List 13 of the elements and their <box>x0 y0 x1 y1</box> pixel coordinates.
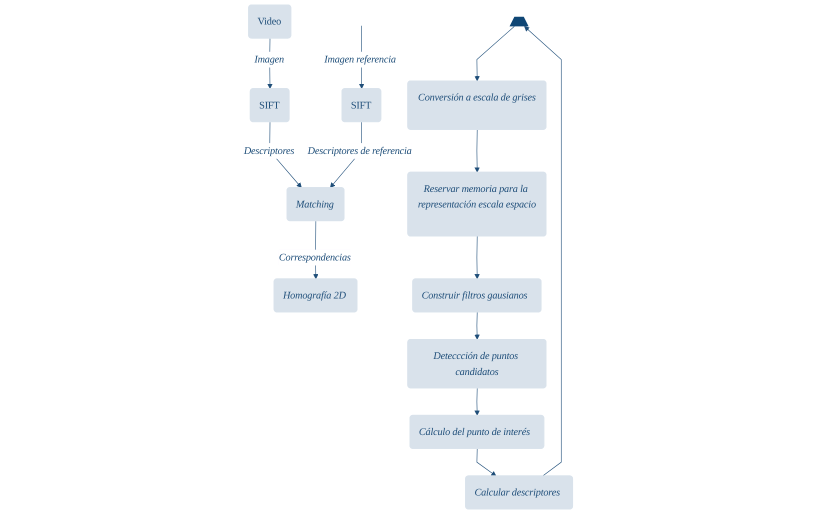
arrow <box>474 388 480 416</box>
node-chevron <box>509 16 528 26</box>
edge-label: Correspondencias <box>278 252 350 264</box>
arrow <box>476 448 496 476</box>
edge-label: Imagen <box>254 54 284 66</box>
arrow <box>474 130 480 173</box>
edge-label: Imagen referencia <box>324 54 396 66</box>
arrow <box>474 26 514 82</box>
arrow <box>474 312 480 340</box>
edge-label: Descriptores <box>244 144 294 156</box>
arrow <box>474 236 480 280</box>
arrow <box>524 26 562 476</box>
edge-label: Descriptores de referencia <box>307 144 412 156</box>
